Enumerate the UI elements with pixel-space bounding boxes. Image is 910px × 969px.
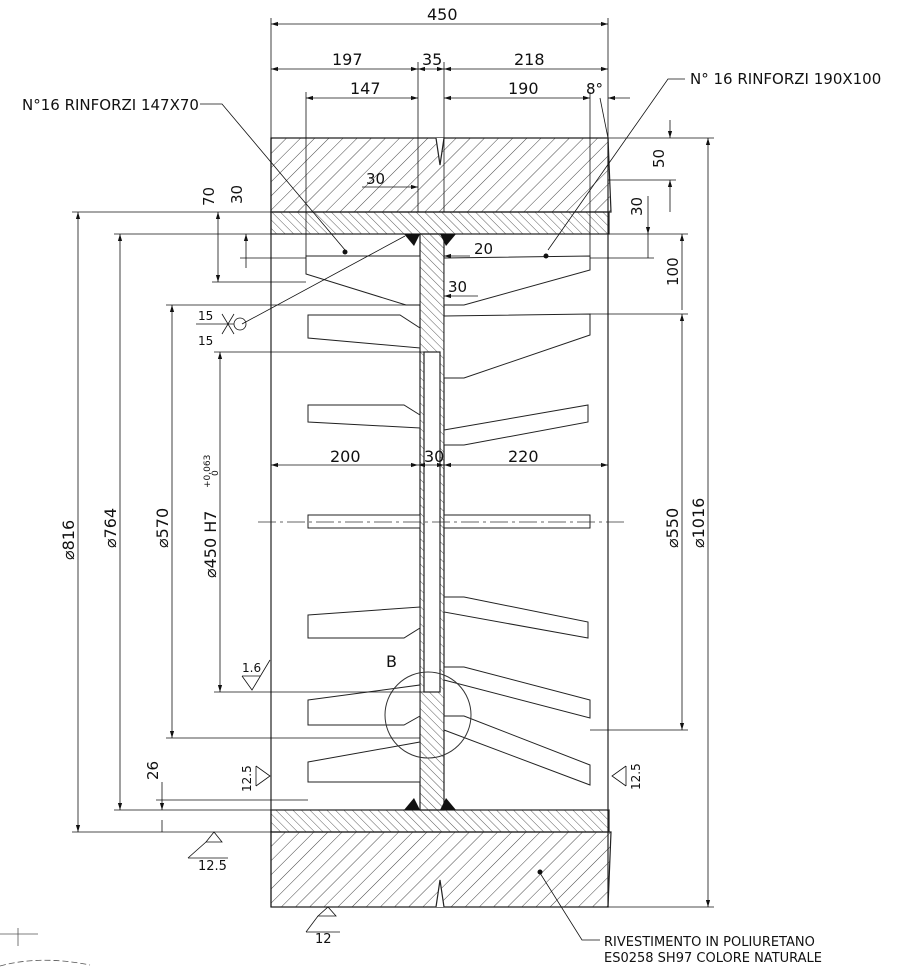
next-view-fragment [0,928,91,967]
dim-web-30: 30 [424,447,444,466]
dim-angle: 8° [586,80,603,98]
roughness-bore: 1.6 [242,661,261,675]
coating-line-1: RIVESTIMENTO IN POLIURETANO [604,935,815,950]
dim-200: 200 [330,447,361,466]
roughness-left: 12.5 [240,765,254,792]
rib-right [443,514,591,529]
coating-line-2: ES0258 SH97 COLORE NATURALE [604,951,822,966]
weld-top-value: 15 [198,309,213,323]
dim-100: 100 [664,257,682,286]
weld-symbol-circle [233,317,247,331]
ribs [305,255,591,786]
rib-right [443,715,591,786]
dim-20: 20 [474,240,493,258]
rib-right [443,596,589,639]
rib-right [443,666,591,719]
rib-left [307,606,421,639]
rib-left [307,314,421,349]
rim-top [270,211,610,235]
dim-197: 197 [332,50,363,69]
dim-70: 70 [200,187,218,206]
dim-35: 35 [422,50,442,69]
dim-weld-30: 30 [366,170,385,188]
weld-symbol [196,313,235,335]
tolerance-lower: 0 [211,470,221,476]
dim-hub-30: 30 [448,278,467,296]
dim-30-right: 30 [628,197,646,216]
dim-220: 220 [508,447,539,466]
roughness-rim: 12.5 [198,859,227,874]
rib-right [443,313,591,379]
roughness-right: 12.5 [629,763,643,790]
label-left-ribs: N°16 RINFORZI 147X70 [22,96,199,114]
dim-30-left: 30 [228,185,246,204]
tolerance-upper: +0,063 [203,455,213,488]
label-right-ribs: N° 16 RINFORZI 190X100 [690,70,881,88]
diameter-1016: ⌀1016 [689,498,708,548]
diameter-450: ⌀450 H7 [201,511,220,578]
detail-circle-b [384,671,472,759]
dim-147: 147 [350,79,381,98]
weld-bottom-value: 15 [198,334,213,348]
dim-190: 190 [508,79,539,98]
diameter-816: ⌀816 [59,520,78,560]
rim-bottom [270,809,610,833]
diameter-764: ⌀764 [101,508,120,548]
rib-right [443,404,589,446]
diameter-570: ⌀570 [153,508,172,548]
rib-left [307,741,421,783]
rib-left [307,404,421,429]
detail-label-b: B [386,652,397,671]
diameter-550: ⌀550 [663,508,682,548]
dim-50: 50 [650,149,668,168]
roughness-symbols [187,659,627,933]
weld-fillets [404,234,456,810]
rib-left [307,684,421,726]
dim-218: 218 [514,50,545,69]
dimension-lines [72,18,714,941]
roughness-tread: 12 [315,932,332,947]
dim-450: 450 [427,5,458,24]
rib-left [307,514,421,529]
dim-26: 26 [144,761,162,780]
